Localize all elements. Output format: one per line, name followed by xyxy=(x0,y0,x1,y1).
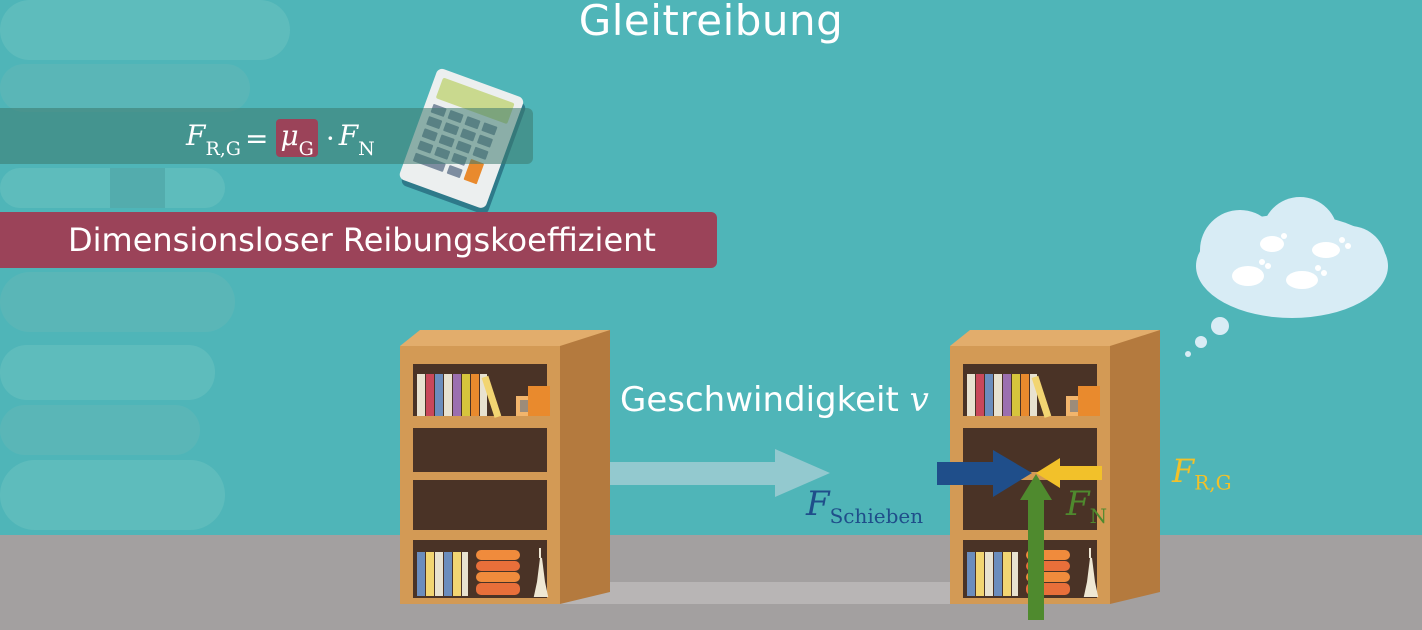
friction-force-arrow xyxy=(1036,458,1102,488)
formula-lhs-symbol: F xyxy=(186,119,206,153)
normal-force-arrow xyxy=(1020,474,1052,620)
formula-rhs-symbol: F xyxy=(338,119,359,153)
page-title: Gleitreibung xyxy=(578,0,844,45)
definition-text: Dimensionsloser Reibungskoeffizient xyxy=(68,221,656,259)
formula-rhs-sub: N xyxy=(358,137,375,160)
push-force-symbol: F xyxy=(806,484,830,524)
normal-force-sub: N xyxy=(1089,503,1108,528)
formula-mu-sub: G xyxy=(298,137,314,160)
bookshelf-icon xyxy=(400,330,610,604)
friction-force-sub: R,G xyxy=(1194,470,1232,495)
velocity-text: Geschwindigkeit xyxy=(620,380,899,420)
formula-mu-symbol: μ xyxy=(280,119,299,153)
motion-arrow-icon xyxy=(610,449,830,497)
push-force-sub: Schieben xyxy=(829,503,924,528)
friction-force-symbol: F xyxy=(1172,452,1195,490)
books-bottom xyxy=(417,548,549,597)
book-stack-decoration xyxy=(0,0,290,530)
formula-lhs-sub: R,G xyxy=(205,137,241,160)
velocity-symbol: v xyxy=(909,380,929,420)
formula-equals: = xyxy=(244,121,269,155)
friction-formula: FR,G = μG · FN xyxy=(186,114,375,162)
push-force-label: FSchieben xyxy=(806,484,923,528)
formula-banner xyxy=(0,108,533,164)
normal-force-symbol: F xyxy=(1066,484,1090,524)
formula-dot: · xyxy=(325,121,335,155)
thought-cloud-icon xyxy=(1185,197,1388,357)
velocity-label: Geschwindigkeit v xyxy=(620,380,929,420)
footprint-icon xyxy=(1232,233,1351,289)
books-top xyxy=(417,374,550,418)
friction-force-label: FR,G xyxy=(1172,452,1232,494)
normal-force-label: FN xyxy=(1066,484,1107,528)
mu-highlight: μG xyxy=(276,119,318,160)
definition-banner xyxy=(0,212,717,268)
push-force-arrow xyxy=(937,450,1032,497)
books-top xyxy=(967,374,1100,418)
